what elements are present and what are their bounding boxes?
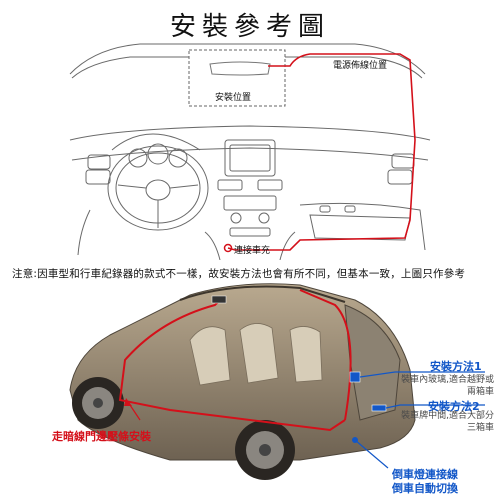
reverse-light-label: 倒車燈連接線 倒車自動切換 <box>392 468 458 496</box>
method2-desc-line2: 三箱車 <box>466 423 494 433</box>
reverse-line1: 倒車燈連接線 <box>392 468 458 481</box>
install-position-box <box>188 49 286 107</box>
charger-icon <box>223 243 233 253</box>
wiring-route-label: 走暗線門邊壓條安裝 <box>52 430 151 443</box>
method2-description: 裝車牌中間,適合大部分 三箱車 <box>401 410 494 434</box>
page-title: 安裝參考圖 <box>169 12 330 42</box>
dashboard-illustration <box>69 43 431 260</box>
reverse-line2: 倒車自動切換 <box>392 482 458 495</box>
charger-label: 連接車充 <box>234 246 271 256</box>
method1-desc-line1: 裝車內玻璃,適合越野或 <box>401 375 494 385</box>
method2-title: 安裝方法2 <box>428 400 480 413</box>
power-route-label: 電源佈線位置 <box>333 61 388 71</box>
install-position-label: 安裝位置 <box>215 93 252 103</box>
caution-note: 注意:因車型和行車紀錄器的款式不一樣，故安裝方法也會有所不同，但基本一致，上圖只… <box>12 268 466 280</box>
method1-desc-line2: 兩箱車 <box>466 387 494 397</box>
method1-title: 安裝方法1 <box>430 360 482 373</box>
power-route-line <box>227 53 416 251</box>
method2-desc-line1: 裝車牌中間,適合大部分 <box>401 411 494 421</box>
method1-description: 裝車內玻璃,適合越野或 兩箱車 <box>401 374 494 398</box>
